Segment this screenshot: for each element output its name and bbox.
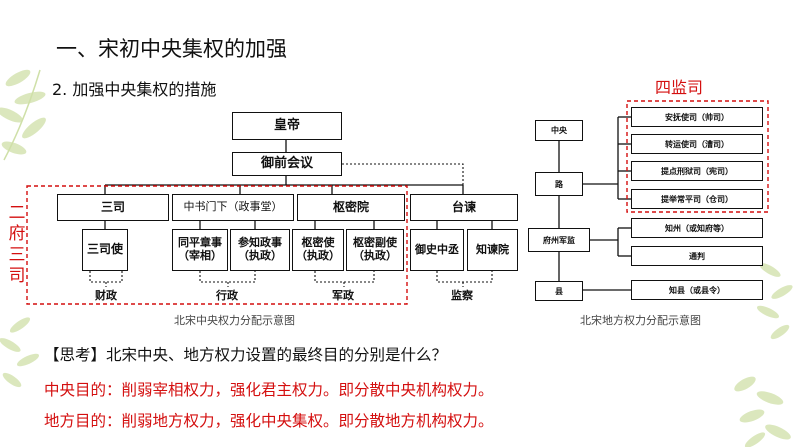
page-title: 一、宋初中央集权的加强 (56, 37, 287, 61)
shumiyuan-box: 枢密院 (297, 194, 405, 221)
two-fu-three-si-label: 二 府 三 司 (8, 203, 26, 287)
side-char-3: 三 (8, 245, 26, 265)
emperor-box: 皇帝 (232, 112, 342, 140)
shumifushi-title: 枢密副使 (353, 236, 397, 250)
zhijianyuan-box: 知谏院 (467, 229, 518, 271)
zhizhou-box: 知州（或知府等） (631, 218, 763, 238)
tongping-role: （宰相） (178, 249, 222, 262)
sansi-shi-box: 三司使 (82, 229, 128, 271)
canzhi-role: （执政） (238, 249, 282, 262)
zhixian-box: 知县（或县令） (631, 280, 763, 300)
shumishi-title: 枢密使 (301, 236, 335, 250)
fuzhoujunjian-box: 府州军监 (528, 228, 590, 252)
four-jiansi-title: 四监司 (655, 78, 704, 97)
sansi-box: 三司 (57, 194, 169, 221)
tijuchangping-box: 提举常平司（仓司） (631, 189, 763, 209)
shumishi-role: （执政） (296, 249, 340, 262)
tongping-title: 同平章事 (178, 236, 222, 250)
yushi-zhongcheng-box: 御史中丞 (410, 229, 464, 271)
shumifushi-box: 枢密副使 （执政） (346, 229, 404, 271)
anfushi-box: 安抚使司（帅司） (631, 107, 763, 127)
imperial-council-box: 御前会议 (232, 152, 342, 176)
canzhi-title: 参知政事 (238, 236, 282, 250)
zhongyang-box: 中央 (535, 120, 583, 141)
thinking-question: 【思考】北宋中央、地方权力设置的最终目的分别是什么？ (44, 346, 448, 364)
canzhi-zhengshi-box: 参知政事 （执政） (230, 229, 290, 271)
local-chart-caption: 北宋地方权力分配示意图 (580, 314, 701, 327)
shumifushi-role: （执政） (353, 249, 397, 262)
shumishi-box: 枢密使 （执政） (292, 229, 344, 271)
caizheng-label: 财政 (93, 287, 119, 303)
junzheng-label: 军政 (330, 287, 356, 303)
tongping-zhangshi-box: 同平章事 （宰相） (172, 229, 228, 271)
side-char-4: 司 (8, 266, 26, 286)
zhuanyunshi-box: 转运使司（漕司） (631, 134, 763, 154)
central-purpose-answer: 中央目的：削弱宰相权力，强化君主权力。即分散中央机构权力。 (44, 381, 494, 399)
central-chart-caption: 北宋中央权力分配示意图 (174, 314, 295, 327)
jiancha-label: 监察 (449, 287, 475, 303)
zhongshu-menxia-box: 中书门下（政事堂） (172, 194, 294, 221)
tongpan-box: 通判 (631, 246, 763, 266)
xingzheng-label: 行政 (214, 287, 240, 303)
section-subtitle: 2. 加强中央集权的措施 (52, 80, 217, 99)
xian-box: 县 (535, 281, 583, 301)
four-jiansi-frame (626, 100, 769, 213)
tidianxingyu-box: 提点刑狱司（宪司） (631, 161, 763, 181)
side-char-2: 府 (8, 224, 26, 244)
taijian-box: 台谏 (410, 194, 518, 221)
local-purpose-answer: 地方目的：削弱地方权力，强化中央集权。即分散地方机构权力。 (44, 412, 494, 430)
side-char-1: 二 (8, 203, 26, 223)
two-fu-three-si-frame (26, 185, 408, 305)
lu-box: 路 (535, 172, 583, 196)
